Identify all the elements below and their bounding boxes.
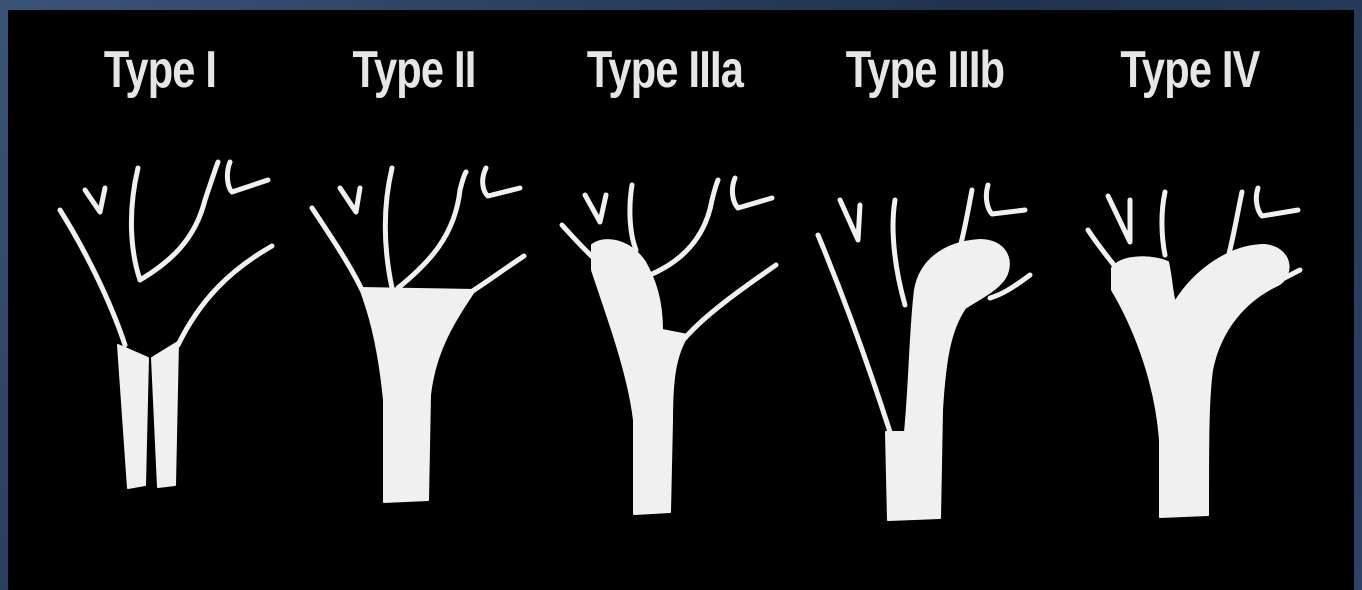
common-duct-1 bbox=[118, 345, 148, 488]
duct-type-1 bbox=[60, 162, 272, 488]
duct-type-3b bbox=[818, 185, 1030, 520]
common-duct-2 bbox=[360, 288, 475, 502]
common-duct-4 bbox=[1112, 245, 1289, 517]
duct-type-2 bbox=[312, 168, 524, 502]
duct-type-3a bbox=[562, 178, 776, 514]
duct-type-4 bbox=[1088, 188, 1300, 517]
common-duct-3a bbox=[592, 240, 688, 514]
common-duct-3b bbox=[886, 240, 1009, 520]
